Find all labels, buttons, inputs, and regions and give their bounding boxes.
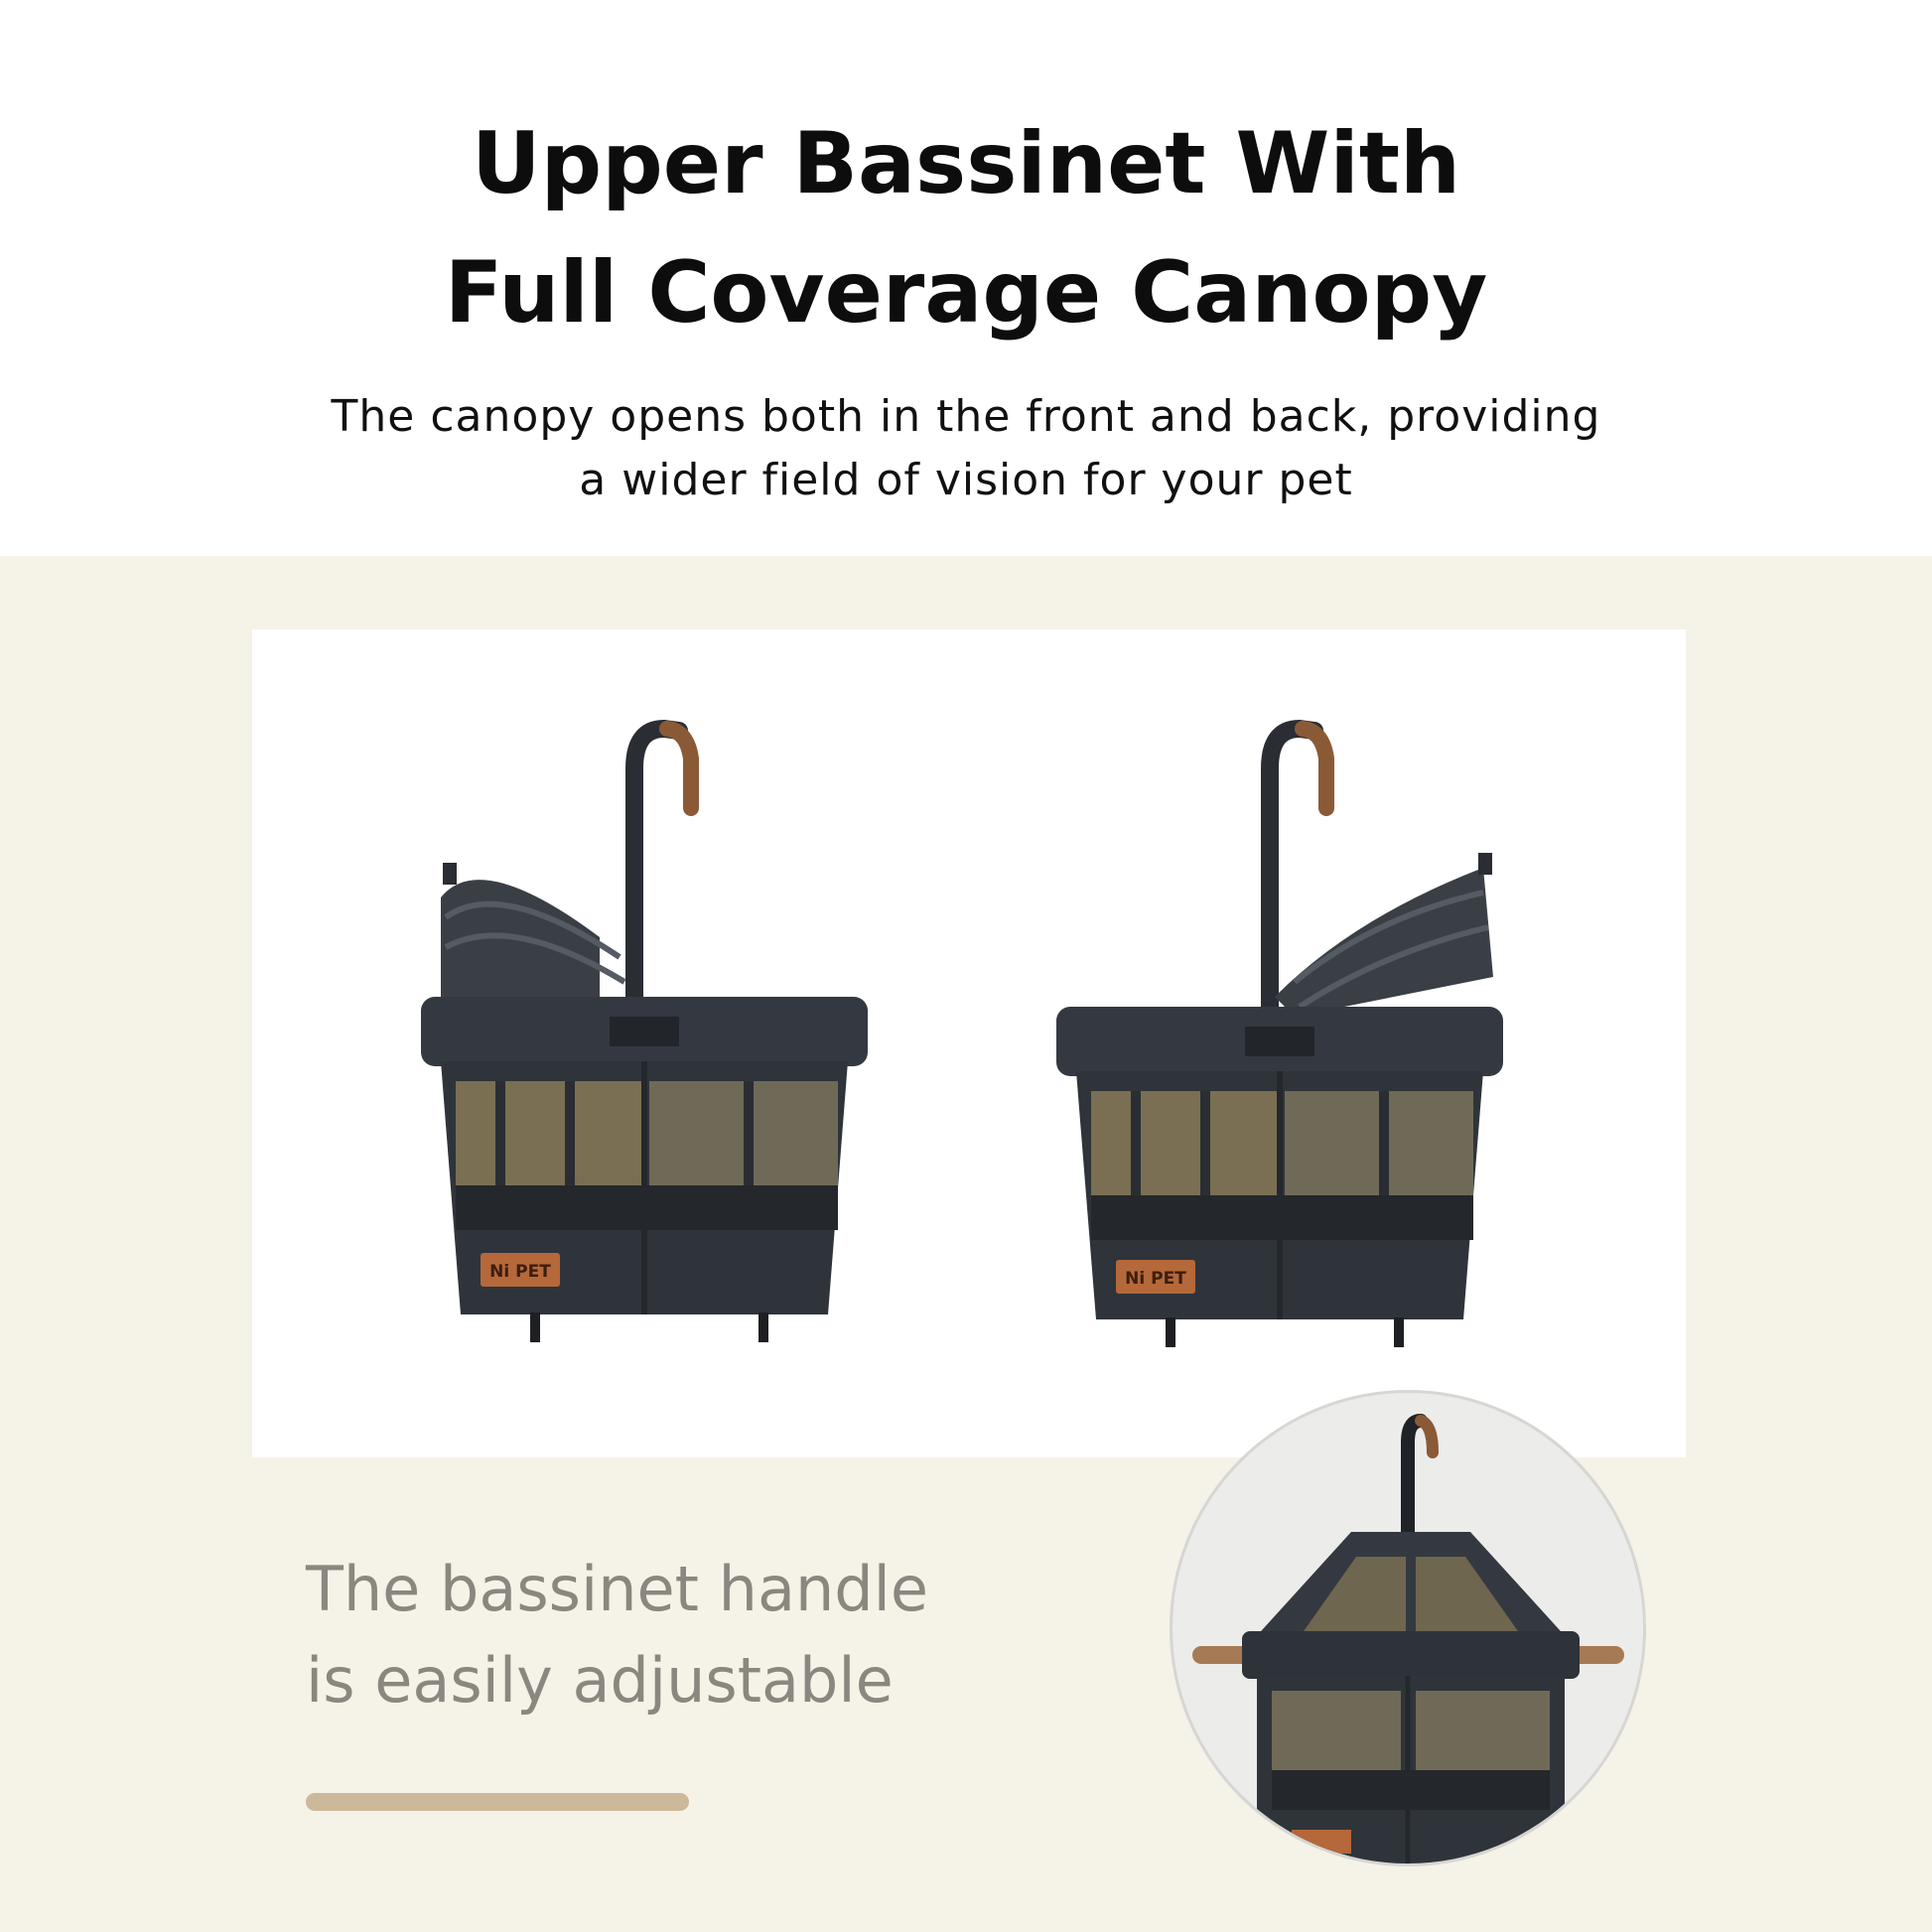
- title-line-2: Full Coverage Canopy: [444, 243, 1488, 343]
- bassinet-photo-left: Ni PET: [421, 719, 868, 1342]
- page-title: Upper Bassinet With Full Coverage Canopy: [0, 99, 1932, 357]
- page-subtitle: The canopy opens both in the front and b…: [0, 385, 1932, 512]
- caption-line-1: The bassinet handle: [306, 1553, 928, 1625]
- feature-caption: The bassinet handle is easily adjustable: [306, 1544, 1100, 1726]
- handle-detail-photo: [1192, 1414, 1624, 1863]
- product-photo-panel: Ni PET Ni PET: [252, 629, 1686, 1457]
- handle-detail-inset: [1170, 1390, 1646, 1866]
- svg-text:Ni PET: Ni PET: [489, 1262, 551, 1282]
- svg-text:Ni PET: Ni PET: [1125, 1269, 1186, 1289]
- subtitle-line-1: The canopy opens both in the front and b…: [331, 391, 1601, 442]
- caption-line-2: is easily adjustable: [306, 1644, 894, 1717]
- subtitle-line-2: a wider field of vision for your pet: [579, 455, 1353, 505]
- header-section: Upper Bassinet With Full Coverage Canopy…: [0, 0, 1932, 556]
- brand-logo-patch-right: [1116, 1260, 1195, 1294]
- brand-logo-patch-left: [481, 1253, 560, 1287]
- bassinet-photo-right: Ni PET: [1056, 719, 1503, 1347]
- title-line-1: Upper Bassinet With: [471, 114, 1461, 213]
- accent-bar: [306, 1793, 689, 1811]
